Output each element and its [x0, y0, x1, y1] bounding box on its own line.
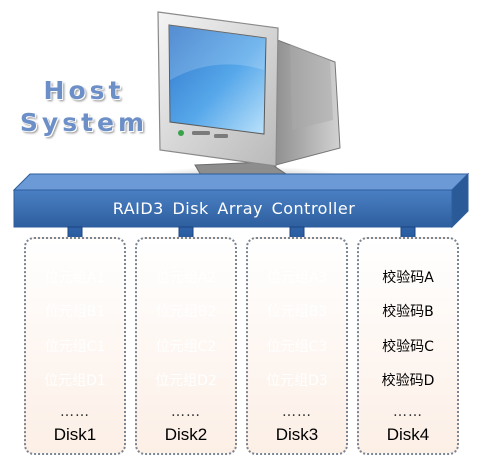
computer-monitor-icon	[135, 11, 355, 194]
more-blocks-ellipsis: ……	[171, 404, 201, 420]
disk-block-label: 位元组D3	[266, 373, 328, 389]
disk-panel-3	[246, 237, 348, 455]
disk-block-label: 位元组D2	[155, 373, 217, 389]
more-blocks-ellipsis: ……	[393, 404, 423, 420]
disk-block-label: 位元组B1	[44, 304, 106, 320]
disk-name-label: Disk4	[386, 425, 430, 444]
disk-name-label: Disk2	[164, 425, 208, 444]
more-blocks-ellipsis: ……	[60, 404, 90, 420]
controller-bus	[12, 172, 470, 229]
disk-block-label: 位元组C1	[44, 339, 106, 355]
disk-block-label: 校验码B	[382, 304, 434, 320]
more-blocks-ellipsis: ……	[282, 404, 312, 420]
disk-block-label: 位元组C3	[266, 339, 328, 355]
disk-block-label: 位元组B2	[155, 304, 217, 320]
disk-panel-4	[357, 237, 459, 455]
disk-block-label: 位元组B3	[266, 304, 328, 320]
disk-block-label: 位元组A1	[44, 270, 106, 286]
disk-panel-2	[135, 237, 237, 455]
disk-block-label: 校验码A	[382, 270, 434, 286]
disk-block-label: 位元组A2	[155, 270, 217, 286]
host-title-line2: System	[19, 108, 149, 137]
disk-panel-1	[24, 237, 126, 455]
disk-name-label: Disk1	[53, 425, 97, 444]
disk-name-label: Disk3	[275, 425, 319, 444]
disk-block-label: 位元组D1	[44, 373, 106, 389]
disk-block-label: 校验码D	[381, 373, 435, 389]
disk-block-label: 位元组A3	[266, 270, 328, 286]
disk-block-label: 校验码C	[382, 339, 434, 355]
controller-label: RAID3 Disk Array Controller	[112, 199, 356, 218]
disk-block-label: 位元组C2	[155, 339, 217, 355]
host-title-line1: Host	[43, 76, 125, 105]
